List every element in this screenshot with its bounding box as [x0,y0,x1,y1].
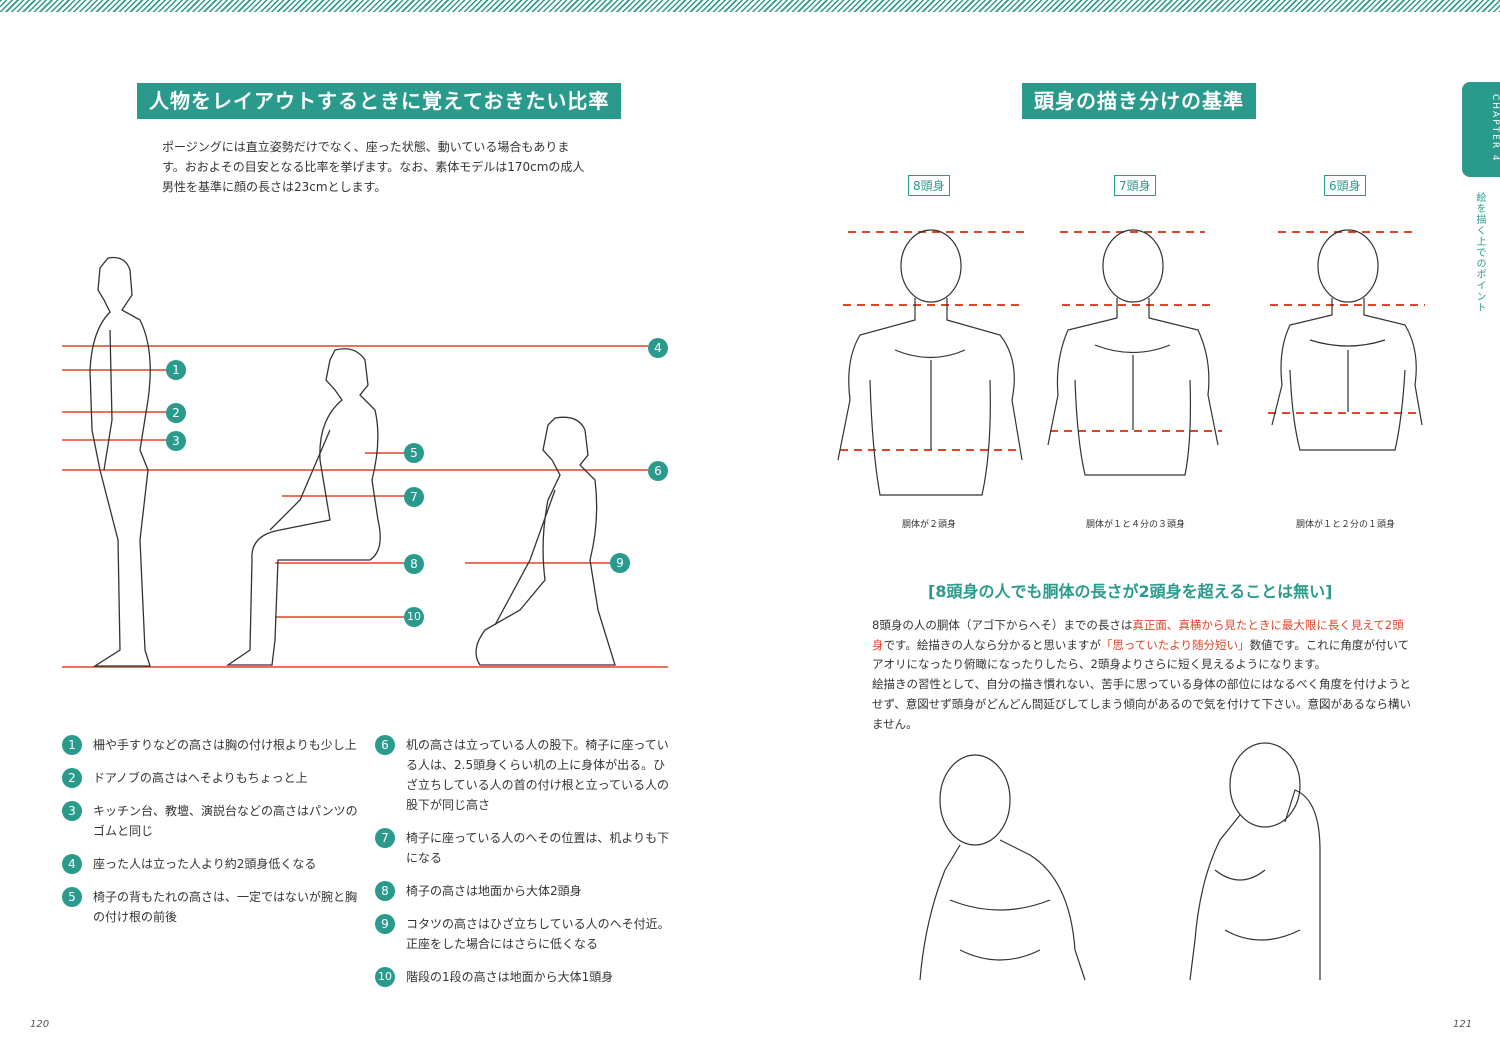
notes-column-1: 1 柵や手すりなどの高さは胸の付け根よりも少し上 2 ドアノブの高さはへそよりもちょ… [62,735,362,940]
torso-6-head [1271,229,1423,451]
note-number: 6 [375,735,395,755]
page-number-right: 121 [1453,1019,1473,1030]
marker-4: 4 [648,338,668,358]
note-item: 7 椅子に座っている人のへその位置は、机よりも下になる [375,828,675,868]
marker-5: 5 [404,443,424,463]
marker-7: 7 [404,487,424,507]
page-number-left: 120 [30,1019,50,1030]
kneeling-figure [475,416,616,666]
note-item: 9 コタツの高さはひざ立ちしている人のへそ付近。正座をした場合にはさらに低くなる [375,914,675,954]
note-item: 6 机の高さは立っている人の股下。椅子に座っている人は、2.5頭身くらい机の上に身… [375,735,675,815]
note-text: キッチン台、教壇、演説台などの高さはパンツのゴムと同じ [93,804,358,838]
marker-6: 6 [648,461,668,481]
marker-2: 2 [166,403,186,423]
note-text: 椅子に座っている人のへその位置は、机よりも下になる [406,831,670,865]
note-text: ドアノブの高さはへそよりもちょっと上 [93,771,308,785]
marker-3: 3 [166,431,186,451]
note-item: 8 椅子の高さは地面から大体2頭身 [375,881,675,901]
figure-caption-8: 胴体が２頭身 [902,520,957,530]
note-text: 椅子の背もたれの高さは、一定ではないが腕と胸の付け根の前後 [93,890,358,924]
foreshortened-figure-female [1189,742,1321,981]
note-text: 座った人は立った人より約2頭身低くなる [93,857,317,871]
note-item: 5 椅子の背もたれの高さは、一定ではないが腕と胸の付け根の前後 [62,887,362,927]
left-page-title: 人物をレイアウトするときに覚えておきたい比率 [137,83,622,119]
figure-tag-7: 7頭身 [1113,174,1157,197]
foreshortened-figure-male [919,754,1086,981]
marker-1: 1 [166,360,186,380]
note-item: 3 キッチン台、教壇、演説台などの高さはパンツのゴムと同じ [62,801,362,841]
marker-8: 8 [404,554,424,574]
note-number: 3 [62,801,82,821]
para-text: 8頭身の人の胴体（アゴ下からへそ）までの長さは [872,618,1133,632]
note-text: 机の高さは立っている人の股下。椅子に座っている人は、2.5頭身くらい机の上に身体… [406,738,670,812]
figures [89,256,616,667]
note-number: 7 [375,828,395,848]
note-item: 4 座った人は立った人より約2頭身低くなる [62,854,362,874]
right-page-title: 頭身の描き分けの基準 [1022,83,1256,119]
note-number: 1 [62,735,82,755]
marker-10: 10 [404,607,424,627]
figure-caption-6: 胴体が１と２分の１頭身 [1296,520,1396,530]
intro-text: ポージングには直立姿勢だけでなく、座った状態、動いている場合もあります。おおよそ… [162,140,585,194]
figure-tag-6: 6頭身 [1323,174,1367,197]
marker-9: 9 [610,553,630,573]
note-number: 8 [375,881,395,901]
note-number: 10 [375,967,395,987]
chapter-subtitle: 絵を描く上でのポイント [1474,192,1485,313]
top-stripe [0,0,1500,12]
note-text: コタツの高さはひざ立ちしている人のへそ付近。正座をした場合にはさらに低くなる [406,917,670,951]
figure-caption-7: 胴体が１と４分の３頭身 [1086,520,1186,530]
torso-7-head [1047,229,1219,476]
body-paragraph: 8頭身の人の胴体（アゴ下からへそ）までの長さは真正面、真横から見たときに最大限に… [872,616,1412,734]
note-item: 10 階段の1段の高さは地面から大体1頭身 [375,967,675,987]
head-guide-lines [840,231,1425,451]
note-text: 階段の1段の高さは地面から大体1頭身 [406,970,614,984]
notes-column-2: 6 机の高さは立っている人の股下。椅子に座っている人は、2.5頭身くらい机の上に身… [375,735,675,1000]
note-number: 4 [62,854,82,874]
torso-figures [837,229,1423,981]
note-number: 5 [62,887,82,907]
para-text: 数値です。これに角度が付いてアオリになったり俯瞰になったりしたら、2頭身よりさら… [872,637,1410,672]
torso-8-head [837,229,1023,496]
note-item: 1 柵や手すりなどの高さは胸の付け根よりも少し上 [62,735,362,755]
note-item: 2 ドアノブの高さはへそよりもちょっと上 [62,768,362,788]
note-number: 9 [375,914,395,934]
note-number: 2 [62,768,82,788]
subheading: [8頭身の人でも胴体の長さが2頭身を超えることは無い] [928,582,1333,601]
standing-figure [89,256,151,667]
note-text: 椅子の高さは地面から大体2頭身 [406,884,582,898]
para-highlight: 「思っていたより随分短い」 [1100,637,1250,652]
para-text: です。絵描きの人なら分かると思いますが [883,637,1101,652]
sitting-figure [225,348,381,666]
chapter-tab[interactable]: CHAPTER 4 [1462,82,1500,177]
reference-lines [62,345,668,668]
note-text: 柵や手すりなどの高さは胸の付け根よりも少し上 [93,738,357,752]
figure-tag-8: 8頭身 [907,174,951,197]
para-highlight: 真正面、真横から見たときに最大限に長く見えて2頭身 [872,618,1404,652]
para-text: 絵描きの習性として、自分の描き慣れない、苦手に思っている身体の部位にはなるべく角… [872,677,1411,731]
